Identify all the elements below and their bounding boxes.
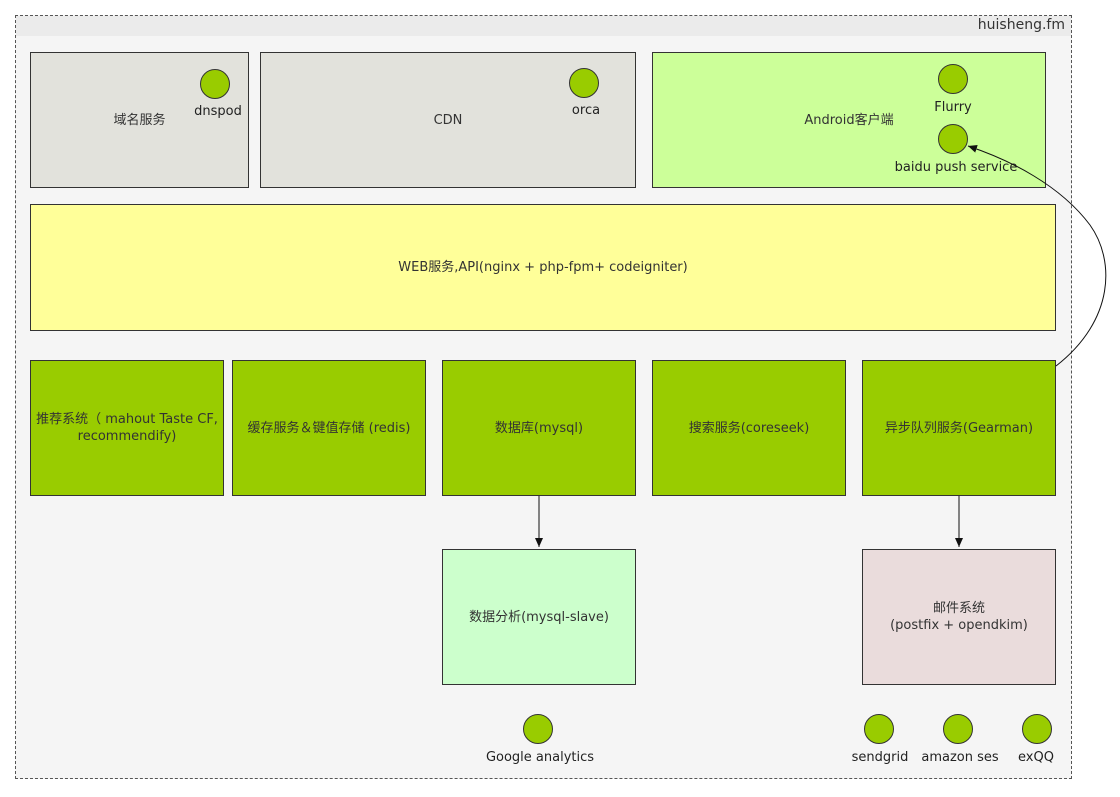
mail-system-label: 邮件系统 (postfix + opendkim) — [890, 600, 1028, 634]
frame-title-bar: huisheng.fm — [16, 16, 1071, 36]
android-client-label: Android客户端 — [804, 112, 894, 128]
mail-system-box[interactable]: 邮件系统 (postfix + opendkim) — [862, 549, 1056, 685]
sendgrid-node[interactable] — [864, 714, 894, 744]
flurry-node[interactable] — [938, 64, 968, 94]
search-service-label: 搜索服务(coreseek) — [688, 420, 810, 436]
queue-to-baidu-push-arrow — [967, 145, 1107, 367]
cache-kv-label: 缓存服务＆键值存储 (redis) — [247, 420, 411, 436]
android-client-box[interactable]: Android客户端 — [652, 52, 1046, 188]
flurry-label: Flurry — [934, 100, 972, 115]
google-analytics-label: Google analytics — [485, 750, 595, 765]
frame-title: huisheng.fm — [977, 17, 1065, 33]
amazon-ses-label: amazon ses — [921, 750, 999, 765]
exqq-node[interactable] — [1022, 714, 1052, 744]
recommend-system-box[interactable]: 推荐系统（ mahout Taste CF, recommendify) — [30, 360, 224, 496]
orca-label: orca — [571, 103, 601, 118]
dns-service-label: 域名服务 — [113, 112, 166, 128]
database-label: 数据库(mysql) — [494, 420, 584, 436]
sendgrid-label: sendgrid — [851, 750, 909, 765]
recommend-system-label: 推荐系统（ mahout Taste CF, recommendify) — [36, 412, 218, 444]
amazon-ses-node[interactable] — [943, 714, 973, 744]
mail-system-title: 邮件系统 — [932, 601, 985, 616]
web-api-box[interactable]: WEB服务,API(nginx + php-fpm+ codeigniter) — [30, 204, 1056, 331]
mail-system-subtitle: (postfix + opendkim) — [890, 618, 1028, 633]
dnspod-label: dnspod — [194, 104, 242, 119]
data-analysis-box[interactable]: 数据分析(mysql-slave) — [442, 549, 636, 685]
baidu-push-node[interactable] — [938, 124, 968, 154]
google-analytics-node[interactable] — [523, 714, 553, 744]
cdn-label: CDN — [433, 112, 463, 128]
baidu-push-label: baidu push service — [894, 160, 1018, 175]
queue-service-box[interactable]: 异步队列服务(Gearman) — [862, 360, 1056, 496]
data-analysis-label: 数据分析(mysql-slave) — [469, 609, 609, 625]
orca-node[interactable] — [569, 68, 599, 98]
dnspod-node[interactable] — [200, 69, 230, 99]
queue-service-label: 异步队列服务(Gearman) — [884, 420, 1034, 436]
search-service-box[interactable]: 搜索服务(coreseek) — [652, 360, 846, 496]
web-api-label: WEB服务,API(nginx + php-fpm+ codeigniter) — [398, 260, 688, 275]
cache-kv-box[interactable]: 缓存服务＆键值存储 (redis) — [232, 360, 426, 496]
exqq-label: exQQ — [1018, 750, 1054, 765]
database-box[interactable]: 数据库(mysql) — [442, 360, 636, 496]
